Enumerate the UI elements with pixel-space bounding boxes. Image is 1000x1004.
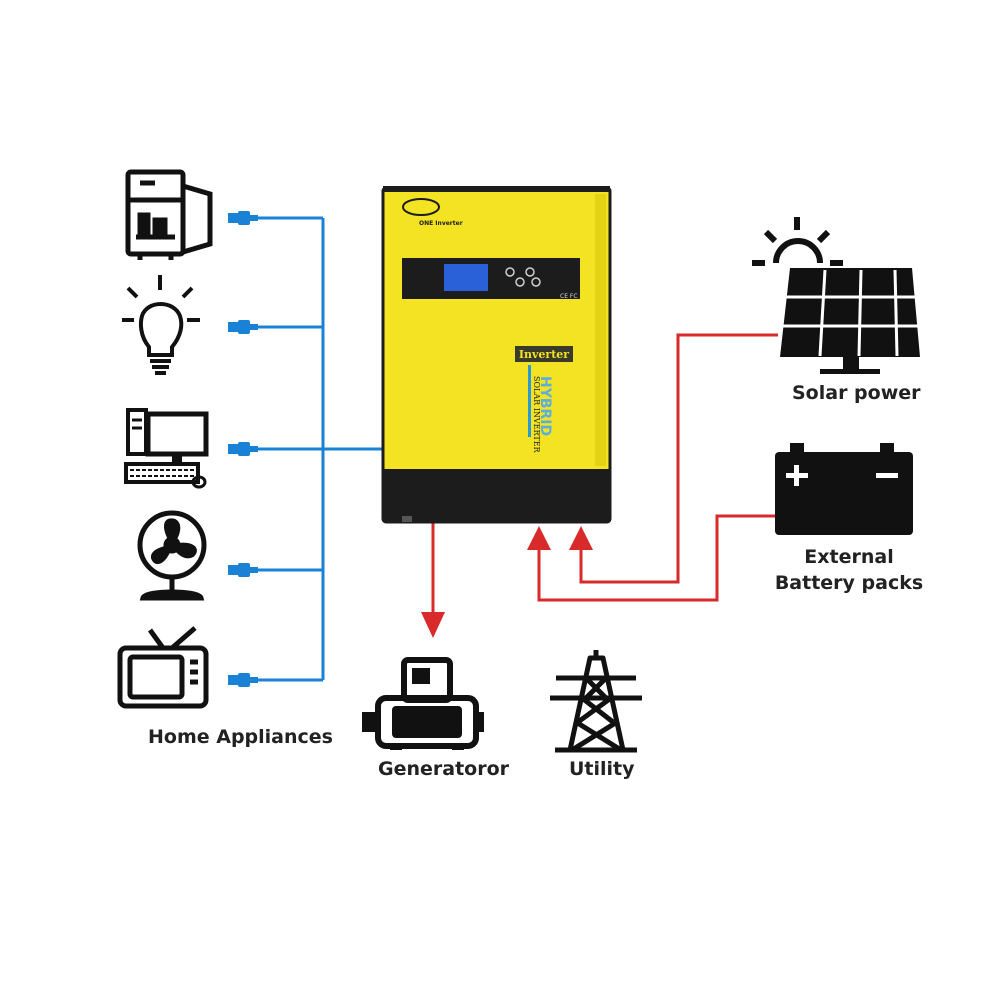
sun-icon (752, 217, 843, 266)
minus-icon (876, 473, 898, 478)
brand-text: ONE Inverter (419, 220, 463, 227)
plug-icons (228, 211, 258, 687)
lcd-screen (444, 264, 488, 291)
plus-icon (794, 465, 799, 486)
cert-mark: CE FC (560, 293, 578, 300)
plug-icon (228, 211, 258, 225)
brand-logo-icon (402, 198, 440, 216)
control-panel (402, 258, 580, 299)
battery-icon (775, 443, 913, 535)
ac-wiring (255, 216, 383, 682)
solar-power-label: Solar power (792, 382, 921, 404)
external-battery-label-line2: Battery packs (774, 572, 924, 594)
utility-label: Utility (569, 758, 635, 780)
dc-wiring (431, 333, 778, 618)
generator-icon (362, 657, 484, 750)
plug-icon (228, 320, 258, 334)
arrow-heads (421, 526, 593, 638)
model-text: HYBRID (537, 376, 553, 436)
inverter-badge (515, 346, 573, 362)
light-bulb-icon (122, 275, 200, 375)
plug-icon (228, 442, 258, 456)
home-appliances-label: Home Appliances (148, 726, 333, 748)
badge-text: Inverter (519, 348, 569, 361)
plug-icon (228, 673, 258, 687)
arrow-up-icon (527, 526, 551, 550)
solar-panel-icon (780, 268, 920, 374)
fan-icon (137, 510, 207, 601)
power-pylon-icon (550, 650, 642, 753)
generator-label: Generatoror (378, 758, 510, 780)
arrow-up-icon (569, 526, 593, 550)
computer-icon (124, 408, 209, 489)
arrow-down-icon (421, 612, 445, 638)
subtitle-text: SOLAR INVERTER (532, 376, 541, 454)
external-battery-label: External Battery packs (774, 544, 924, 596)
fridge-icon (125, 169, 213, 260)
external-battery-label-line1: External (804, 546, 894, 568)
plug-icon (228, 563, 258, 577)
hybrid-inverter (381, 186, 612, 524)
tv-icon (117, 626, 209, 709)
